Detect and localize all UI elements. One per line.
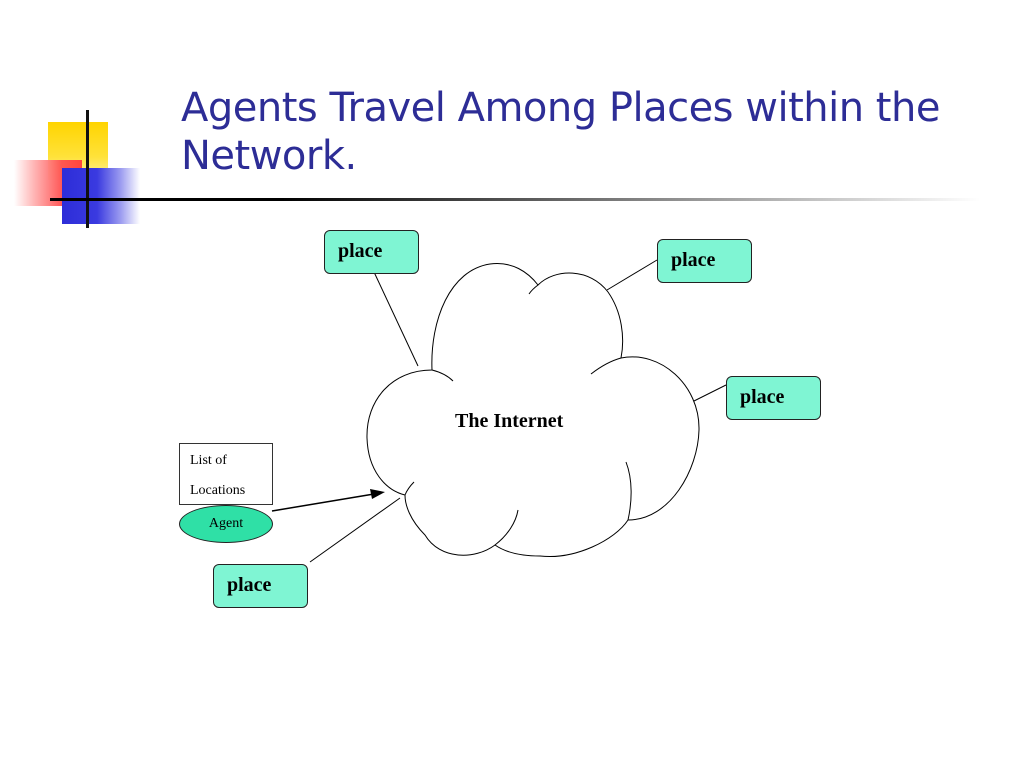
connector-top-right — [606, 259, 658, 291]
internet-cloud — [366, 263, 700, 558]
decor-blue-square — [62, 168, 140, 224]
location-list-line-2: Locations — [190, 483, 246, 498]
agent-node: Agent — [179, 505, 273, 543]
connector-bottom-left — [309, 497, 401, 563]
location-list: List of Locations — [179, 443, 273, 505]
decor-vertical-line — [86, 110, 89, 228]
slide-title-line-1: Agents Travel Among Places within the — [181, 85, 940, 131]
slide-title: Agents Travel Among Places within the Ne… — [181, 84, 1001, 180]
connector-right — [691, 384, 727, 403]
place-node-top-left: place — [324, 230, 419, 274]
place-node-right: place — [726, 376, 821, 420]
slide-title-line-2: Network. — [181, 133, 357, 179]
place-node-bottom-left: place — [213, 564, 308, 608]
agent-arrow — [271, 489, 385, 512]
location-list-line-1: List of — [190, 453, 227, 468]
connector-top-left — [373, 271, 419, 367]
title-underline — [50, 198, 980, 201]
place-node-top-right: place — [657, 239, 752, 283]
internet-label: The Internet — [455, 410, 564, 432]
